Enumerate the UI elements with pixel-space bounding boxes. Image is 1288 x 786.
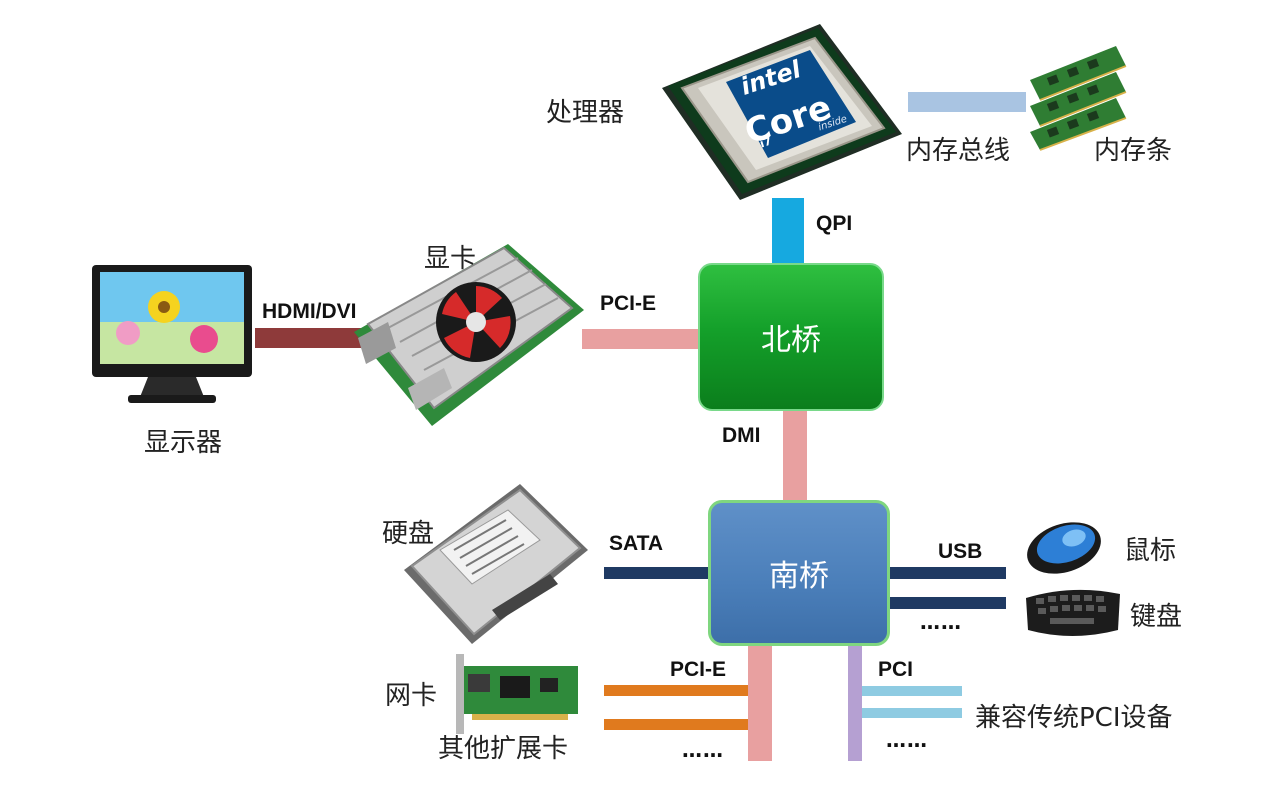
usb-link-1 <box>890 567 1006 579</box>
qpi-bus-label: QPI <box>816 212 853 235</box>
dmi-link <box>783 410 807 502</box>
pci-more-label: …… <box>886 728 928 752</box>
cpu-label: 处理器 <box>546 98 625 128</box>
network-card-icon <box>456 654 582 736</box>
south-bridge-chip: 南桥 <box>708 500 890 646</box>
hdmi-bus-label: HDMI/DVI <box>262 300 357 323</box>
pci-link-2 <box>862 708 962 718</box>
keyboard-icon <box>1022 584 1124 642</box>
pci-devices-label: 兼容传统PCI设备 <box>975 703 1173 733</box>
pcie-gpu-bus-label: PCI-E <box>600 292 657 315</box>
sata-bus-label: SATA <box>609 532 664 555</box>
pci-bus-label: PCI <box>878 658 914 681</box>
north-bridge-chip: 北桥 <box>698 263 884 411</box>
memory-label: 内存条 <box>1094 136 1173 166</box>
graphics-card-icon <box>348 238 590 432</box>
network-card-label: 网卡 <box>385 681 438 711</box>
other-cards-label: 其他扩展卡 <box>438 734 569 764</box>
usb-more-label: …… <box>920 610 962 634</box>
sata-link <box>604 567 708 579</box>
mouse-label: 鼠标 <box>1124 536 1177 566</box>
usb-link-2 <box>890 597 1006 609</box>
north-bridge-label: 北桥 <box>761 323 821 358</box>
gpu-label: 显卡 <box>424 244 477 274</box>
hdd-label: 硬盘 <box>382 519 435 549</box>
monitor-icon <box>92 265 254 405</box>
pcie-gpu-link <box>582 329 698 349</box>
pci-trunk <box>848 646 862 761</box>
memory-stick-icon <box>1026 42 1130 152</box>
qpi-link <box>772 198 804 264</box>
cpu-processor-icon: intel Core i7 inside <box>660 18 906 204</box>
south-bridge-label: 南桥 <box>769 559 829 594</box>
memory-bus-link <box>908 92 1026 112</box>
hard-disk-icon <box>400 480 592 648</box>
memory-bus-label: 内存总线 <box>906 136 1011 166</box>
monitor-label: 显示器 <box>144 428 223 458</box>
pcie-south-link-1 <box>604 685 748 696</box>
pcie-south-bus-label: PCI-E <box>670 658 727 681</box>
mouse-icon <box>1020 512 1104 578</box>
keyboard-label: 键盘 <box>1130 602 1183 632</box>
usb-bus-label: USB <box>938 540 983 563</box>
pcie-south-link-2 <box>604 719 748 730</box>
pcie-more-label: …… <box>682 738 724 762</box>
pci-link-1 <box>862 686 962 696</box>
hdmi-link <box>255 328 365 348</box>
dmi-bus-label: DMI <box>722 424 761 447</box>
pcie-south-trunk <box>748 646 772 761</box>
